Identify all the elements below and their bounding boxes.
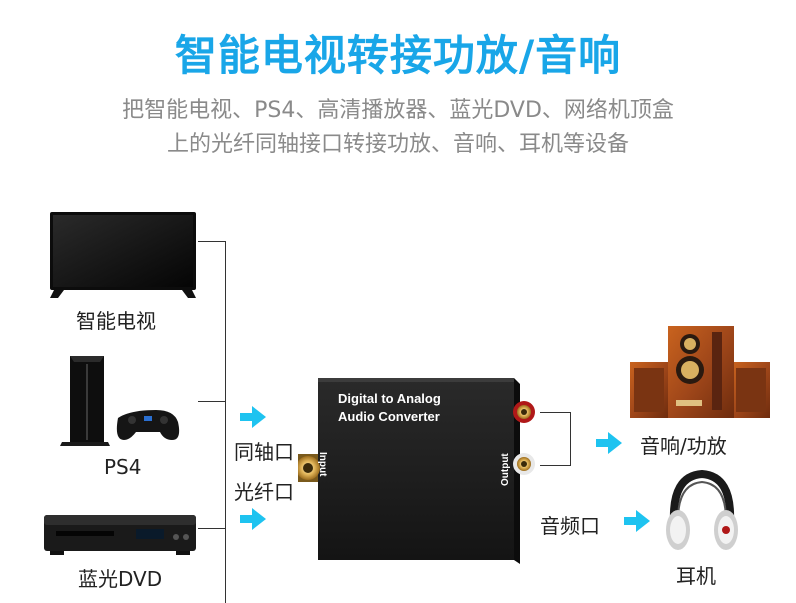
source-label-ps4: PS4 xyxy=(104,455,142,479)
bracket-line-bluray xyxy=(198,528,226,529)
source-label-tv: 智能电视 xyxy=(76,309,156,333)
arrow-right-icon xyxy=(240,406,266,428)
speaker-label: 音响/功放 xyxy=(640,434,727,458)
page-title: 智能电视转接功放/音响 xyxy=(174,31,622,80)
source-label-bluray: 蓝光DVD xyxy=(78,567,163,591)
tv-icon xyxy=(50,212,196,298)
speaker-icon xyxy=(630,326,770,418)
converter-box xyxy=(298,378,535,564)
output-port-label: Output xyxy=(500,453,511,486)
coax-input-label: 同轴口 xyxy=(234,440,294,464)
subtitle-line-2: 上的光纤同轴接口转接功放、音响、耳机等设备 xyxy=(166,132,629,157)
bracket-line-tv xyxy=(198,241,226,242)
input-port-label: Input xyxy=(317,452,328,477)
converter-title-line-1: Digital to Analog xyxy=(338,391,441,406)
audio-port-label: 音频口 xyxy=(540,514,600,538)
bluray-player-icon xyxy=(44,515,196,555)
output-bracket-bottom xyxy=(540,465,570,466)
optical-input-label: 光纤口 xyxy=(234,480,294,504)
bracket-line-ps4 xyxy=(198,401,226,402)
bracket-vertical-line xyxy=(225,241,226,603)
arrow-right-icon xyxy=(596,432,622,454)
arrow-right-icon xyxy=(240,508,266,530)
converter-title-line-2: Audio Converter xyxy=(338,409,440,424)
ps4-icon xyxy=(60,356,180,446)
arrow-right-icon xyxy=(624,510,650,532)
output-bracket-top xyxy=(540,412,570,413)
output-bracket-vertical xyxy=(570,412,571,466)
headphone-label: 耳机 xyxy=(676,564,716,588)
subtitle-line-1: 把智能电视、PS4、高清播放器、蓝光DVD、网络机顶盒 xyxy=(122,98,674,123)
headphone-icon xyxy=(666,470,738,550)
